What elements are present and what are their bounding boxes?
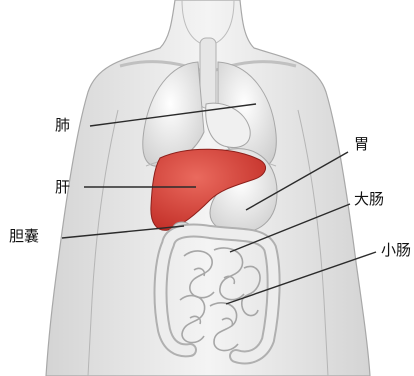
label-small-intestine: 小肠 — [381, 243, 411, 258]
trachea — [200, 38, 216, 108]
label-liver: 肝 — [55, 180, 70, 195]
label-lung: 肺 — [55, 118, 70, 133]
label-large-intestine: 大肠 — [354, 192, 384, 207]
label-gallbladder: 胆囊 — [9, 229, 39, 244]
label-stomach: 胃 — [354, 137, 369, 152]
